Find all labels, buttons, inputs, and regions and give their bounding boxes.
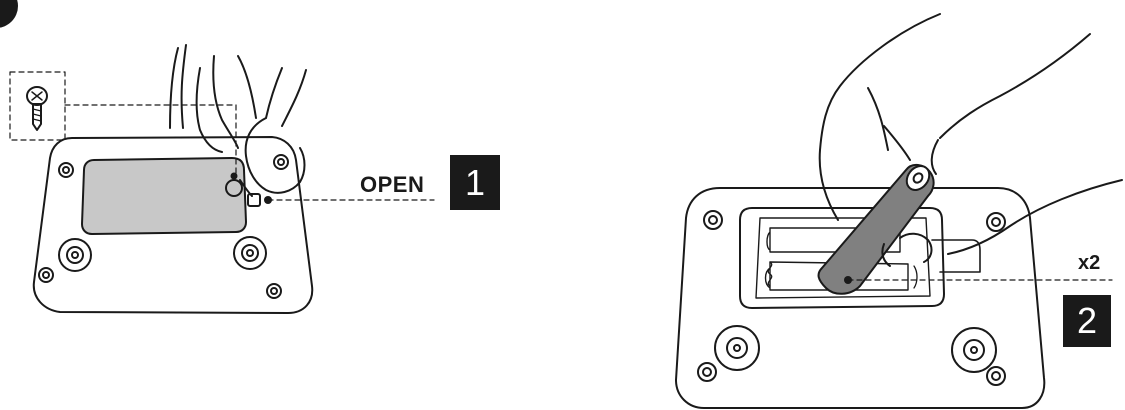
corner-step-badge xyxy=(0,0,18,28)
screw-icon xyxy=(27,87,47,130)
door-tab xyxy=(932,240,980,272)
device-label-panel xyxy=(82,158,246,234)
remote-battery-compartment xyxy=(676,14,1122,408)
step-1-badge: 1 xyxy=(450,155,500,210)
step-2-badge: 2 xyxy=(1063,295,1111,347)
device-back-right xyxy=(676,188,1044,408)
cover-latch xyxy=(248,194,260,206)
battery-quantity-label: x2 xyxy=(1078,252,1100,275)
rubber-feet-right xyxy=(715,326,996,372)
rubber-feet xyxy=(59,237,266,271)
open-label: OPEN xyxy=(360,172,424,198)
